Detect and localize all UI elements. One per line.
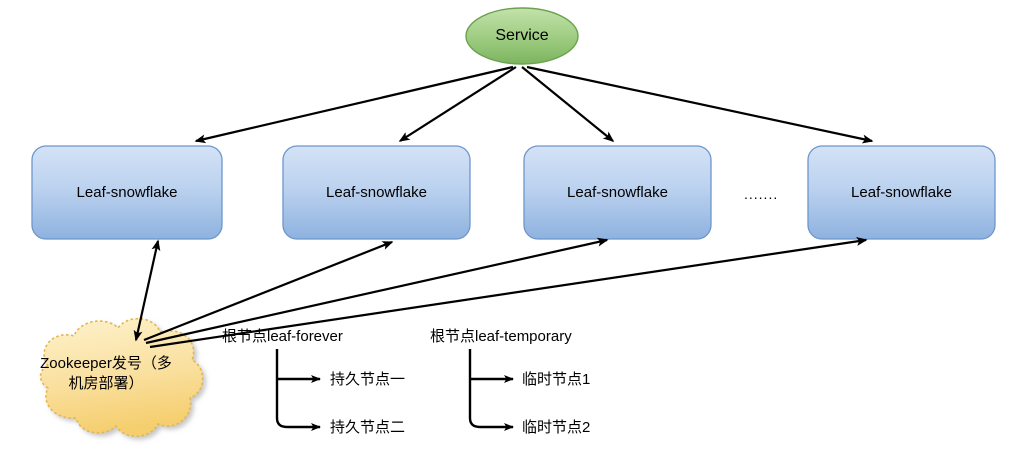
tree-2-branch-2-connector [468, 349, 514, 431]
ellipsis-label: ....... [744, 186, 779, 202]
service-node[interactable] [465, 7, 579, 65]
arrow-zookeeper-to-leaf-2 [143, 240, 394, 342]
leaf-node-3[interactable] [523, 145, 712, 240]
tree-2-root-label: 根节点leaf-temporary [430, 328, 572, 345]
leaf-box-shape-1 [31, 145, 223, 240]
arrow-service-to-leaf-4 [526, 65, 874, 144]
leaf-box-shape-3 [523, 145, 712, 240]
arrow-service-to-leaf-3 [521, 66, 615, 142]
tree-1-child-label-2: 持久节点二 [330, 419, 406, 436]
leaf-box-shape-2 [282, 145, 471, 240]
zookeeper-to-leaf-arrows [143, 236, 868, 349]
service-ellipse-shape [465, 7, 579, 65]
service-to-leaf-arrows [194, 65, 874, 144]
arrow-zookeeper-to-leaf-4 [149, 236, 868, 349]
arrow-service-to-leaf-1 [194, 65, 514, 144]
tree-1-child-label-1: 持久节点一 [330, 371, 406, 388]
tree-2-child-label-1: 临时节点1 [522, 371, 591, 388]
tree-1-branch-2-connector [275, 349, 321, 431]
zookeeper-cloud-shape [39, 317, 204, 438]
tree-1-connectors [275, 349, 321, 431]
tree-2-child-label-2: 临时节点2 [522, 419, 591, 436]
leaf-node-1[interactable] [31, 145, 223, 240]
leaf-box-shape-4 [807, 145, 996, 240]
tree-1-root-label: 根节点leaf-forever [222, 328, 343, 345]
tree-2-connectors [468, 349, 514, 431]
arrow-leaf1-zookeeper-bidirectional [133, 239, 161, 342]
arrow-zookeeper-to-leaf-3 [145, 237, 609, 345]
zookeeper-node[interactable] [39, 317, 204, 438]
leaf-node-4[interactable] [807, 145, 996, 240]
leaf-node-2[interactable] [282, 145, 471, 240]
arrow-service-to-leaf-2 [398, 66, 517, 142]
